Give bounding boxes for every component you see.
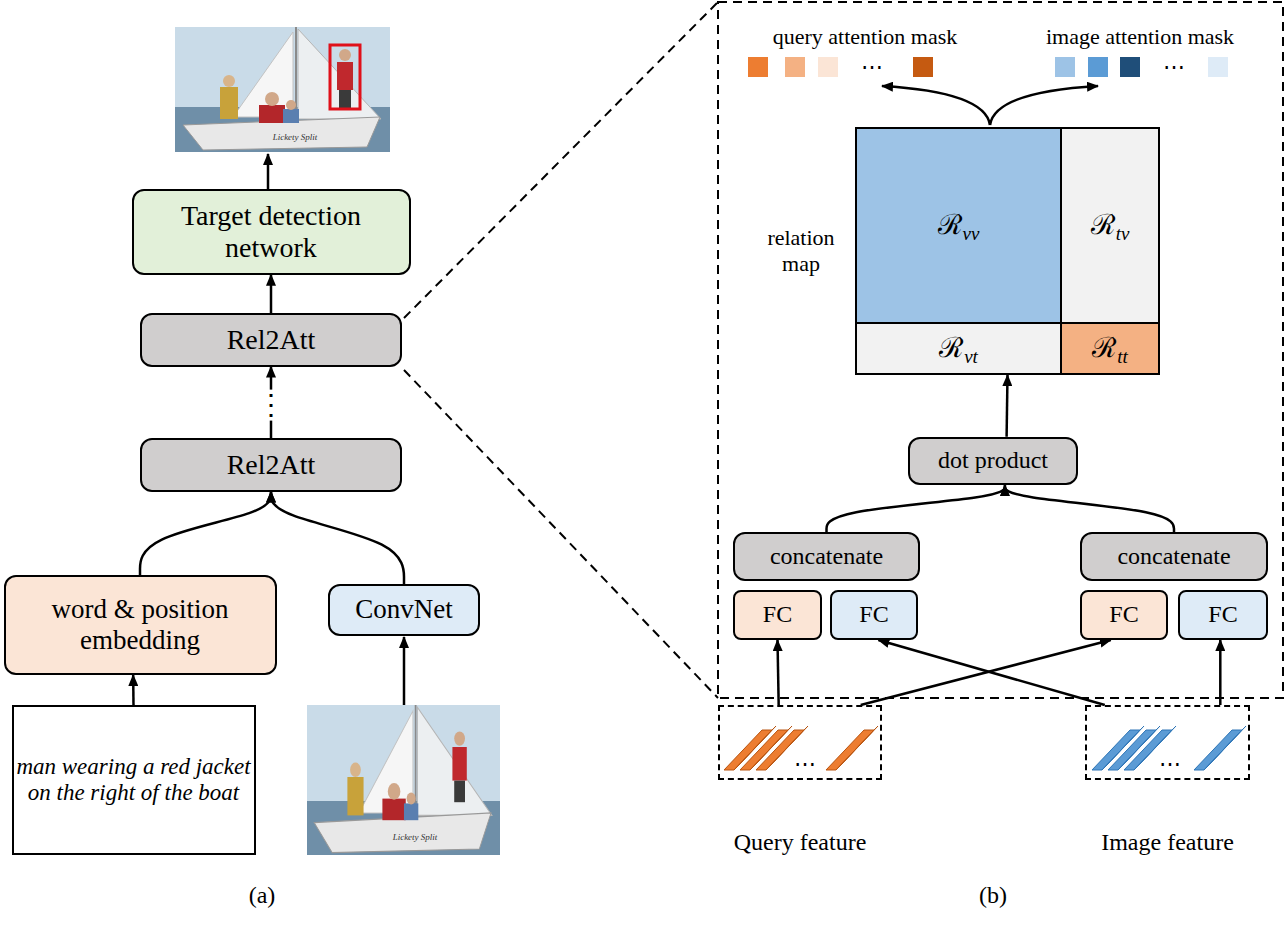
connector-arrow <box>1005 375 1008 437</box>
photo-text: Lickety Split <box>393 833 438 843</box>
mask-label: image attention mask <box>1046 25 1234 49</box>
connector-arrow <box>878 640 1104 705</box>
node-label: Image feature <box>1101 828 1234 857</box>
node-label: ℛ <box>1091 210 1115 241</box>
node-label: ℛ <box>938 210 962 241</box>
relation-cell: ℛtv <box>1060 127 1160 324</box>
node-label: word & position embedding <box>6 594 275 656</box>
zoom-line <box>404 370 718 698</box>
ellipsis: ⋯ <box>1159 752 1181 776</box>
node-label: ConvNet <box>355 594 453 625</box>
convnet-box: ConvNet <box>328 584 480 636</box>
module-box: Rel2Att <box>140 313 402 366</box>
operation-box: concatenate <box>1080 532 1268 581</box>
fc-layer: FC <box>1080 590 1168 640</box>
connector-arrow <box>827 485 1005 532</box>
node-label: tt <box>1117 347 1128 368</box>
node-label: FC <box>859 601 888 629</box>
node-label: concatenate <box>1117 543 1230 571</box>
node-label: FC <box>763 601 792 629</box>
zoom-line <box>404 2 718 318</box>
mask-arrow <box>990 86 1098 125</box>
query-text-box: man wearing a red jacket on the right of… <box>12 705 256 855</box>
zoom-panel <box>718 2 1283 698</box>
connector-arrow <box>140 492 271 575</box>
photo-input <box>307 705 500 855</box>
node-label: ℛ <box>1092 333 1116 364</box>
connector-arrow <box>778 640 779 705</box>
photo-text: Lickety Split <box>273 133 318 143</box>
panel-label: (b) <box>979 882 1007 908</box>
photo-output <box>175 27 390 152</box>
connector-arrow <box>1219 640 1222 705</box>
operation-box: concatenate <box>733 532 920 581</box>
relation-cell: ℛvt <box>855 322 1062 375</box>
node-label: Target detection network <box>134 200 409 264</box>
node-label: relation map <box>755 225 847 278</box>
fc-layer: FC <box>733 590 822 640</box>
detection-box <box>330 45 360 109</box>
mask-label: query attention mask <box>773 25 958 49</box>
node-label: Query feature <box>734 828 867 857</box>
relation-cell: ℛtt <box>1060 322 1160 375</box>
connector-arrow <box>270 275 273 314</box>
image-mask-squares <box>1055 57 1228 77</box>
mask-arrow <box>882 86 990 125</box>
node-label: man wearing a red jacket on the right of… <box>14 754 254 807</box>
ellipsis: ⋯ <box>1163 55 1185 79</box>
fc-layer: FC <box>1178 590 1268 640</box>
embedding-box: word & position embedding <box>4 575 277 675</box>
process-box: Target detection network <box>132 189 411 274</box>
ellipsis: ⋯ <box>794 752 816 776</box>
node-label: FC <box>1208 601 1237 629</box>
connector-arrow <box>132 675 135 705</box>
input-arrow <box>403 637 406 705</box>
connector-arrow <box>271 492 404 584</box>
panel-label: (a) <box>249 882 276 908</box>
node-label: dot product <box>938 447 1048 475</box>
module-box: Rel2Att <box>140 438 402 491</box>
connector-arrow <box>861 640 1111 705</box>
node-label: vt <box>964 347 978 368</box>
connector-arrow <box>1005 485 1174 532</box>
relation-cell: ℛvv <box>855 127 1062 324</box>
query-mask-squares <box>748 57 933 77</box>
node-label: concatenate <box>770 543 883 571</box>
node-label: vv <box>963 224 980 245</box>
node-label: Rel2Att <box>227 449 316 481</box>
ellipsis: ⋮ <box>252 390 290 421</box>
output-arrow <box>267 154 270 192</box>
ellipsis: ⋯ <box>861 55 883 79</box>
node-label: ℛ <box>939 333 963 364</box>
fc-layer: FC <box>830 590 918 640</box>
node-label: tv <box>1116 224 1130 245</box>
operation-box: dot product <box>908 437 1078 486</box>
node-label: Rel2Att <box>227 324 316 356</box>
node-label: FC <box>1109 601 1138 629</box>
relation-map: ℛvvℛtvℛvtℛttrelation map <box>855 127 1160 375</box>
